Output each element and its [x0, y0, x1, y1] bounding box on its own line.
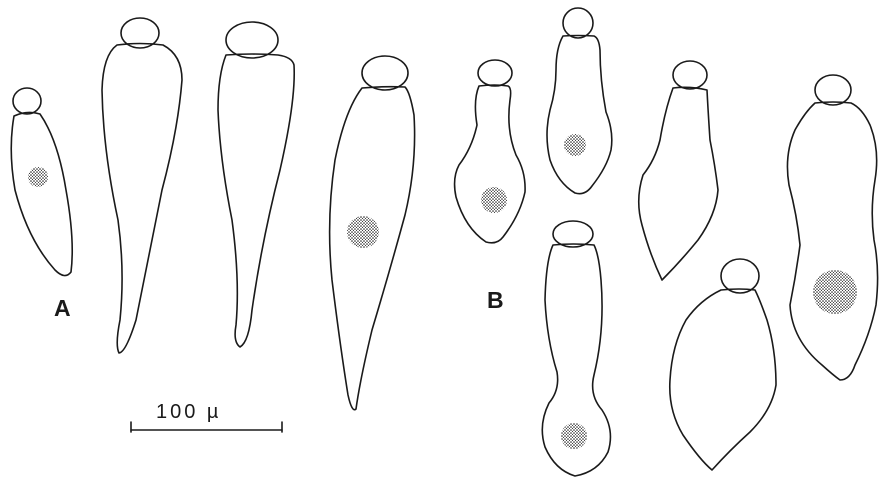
cell-b4: [639, 61, 718, 280]
group-label-a: A: [54, 297, 71, 320]
cell-a1: [11, 88, 72, 276]
scale-bar-label: 100 µ: [156, 402, 221, 422]
nucleus: [813, 270, 857, 314]
cell-a3: [218, 22, 294, 347]
cell-a4: [330, 56, 415, 410]
cell-b2: [547, 8, 612, 194]
nucleus: [564, 134, 586, 156]
nucleus: [347, 216, 379, 248]
cell-b5: [670, 259, 776, 470]
nucleus: [481, 187, 507, 213]
cell-b3: [542, 221, 610, 476]
cell-b1: [455, 60, 526, 243]
cell-b6: [787, 75, 877, 380]
cell-a2: [102, 18, 182, 353]
nucleus: [28, 167, 48, 187]
scale-bar: [131, 422, 282, 432]
group-label-b: B: [487, 289, 504, 312]
nucleus: [561, 423, 587, 449]
